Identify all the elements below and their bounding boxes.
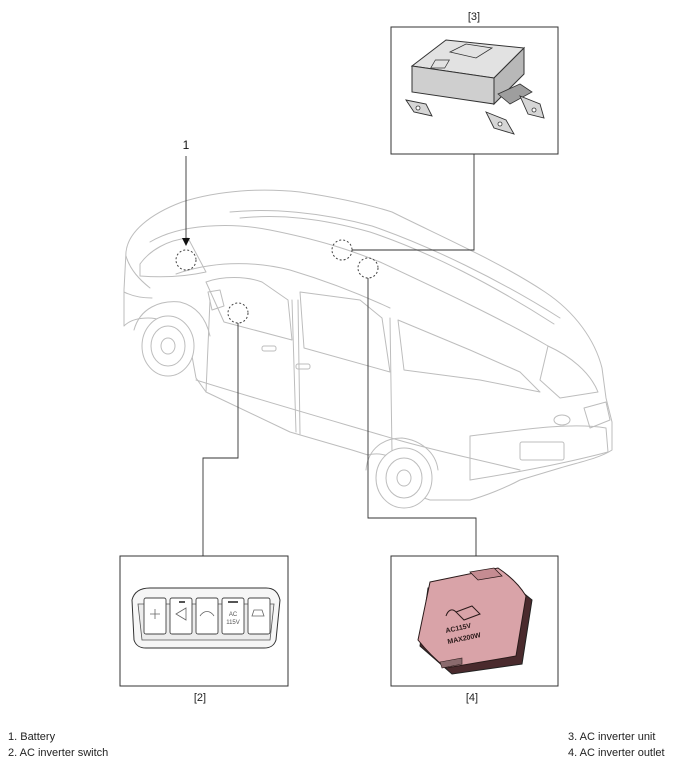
inverter-outlet-panel: AC115V MAX200W <box>367 278 559 687</box>
ac-inverter-switch-button <box>221 597 245 635</box>
battery-arrow-head <box>182 238 190 246</box>
outlet-location-marker <box>357 257 379 279</box>
vehicle-icon <box>199 611 215 617</box>
inverter-unit-panel <box>352 26 559 251</box>
legend-item-outlet: 4. AC inverter outlet <box>568 747 665 759</box>
outlet-icon: AC115V MAX200W <box>417 567 533 675</box>
voltage-label: 115V <box>226 620 240 626</box>
switch-leader-line <box>202 323 239 556</box>
ac-label: AC <box>229 612 238 618</box>
legend-item-switch: 2. AC inverter switch <box>8 747 108 759</box>
plug-icon <box>455 605 481 621</box>
inverter-switch-panel: AC 115V <box>119 323 289 687</box>
outlet-tag: [4] <box>466 692 478 704</box>
switch-location-marker <box>227 302 249 324</box>
switch-tag: [2] <box>194 692 206 704</box>
inverter-unit-icon <box>405 39 545 135</box>
seat-icon <box>175 607 187 621</box>
battery-location-marker <box>175 249 197 271</box>
switch-button-2 <box>169 597 193 635</box>
legend-item-battery: 1. Battery <box>8 731 56 743</box>
door-icon <box>251 609 265 617</box>
unit-tag: [3] <box>468 11 480 23</box>
unit-leader-line <box>352 154 475 251</box>
battery-callout-number: 1 <box>183 138 190 152</box>
switch-bank-icon: AC 115V <box>131 587 281 649</box>
legend-item-unit: 3. AC inverter unit <box>568 731 655 743</box>
fan-icon <box>150 609 160 619</box>
outlet-leader-line <box>367 278 477 556</box>
legend: 1. Battery 2. AC inverter switch 3. AC i… <box>8 731 665 759</box>
switch-button-3 <box>195 597 219 635</box>
